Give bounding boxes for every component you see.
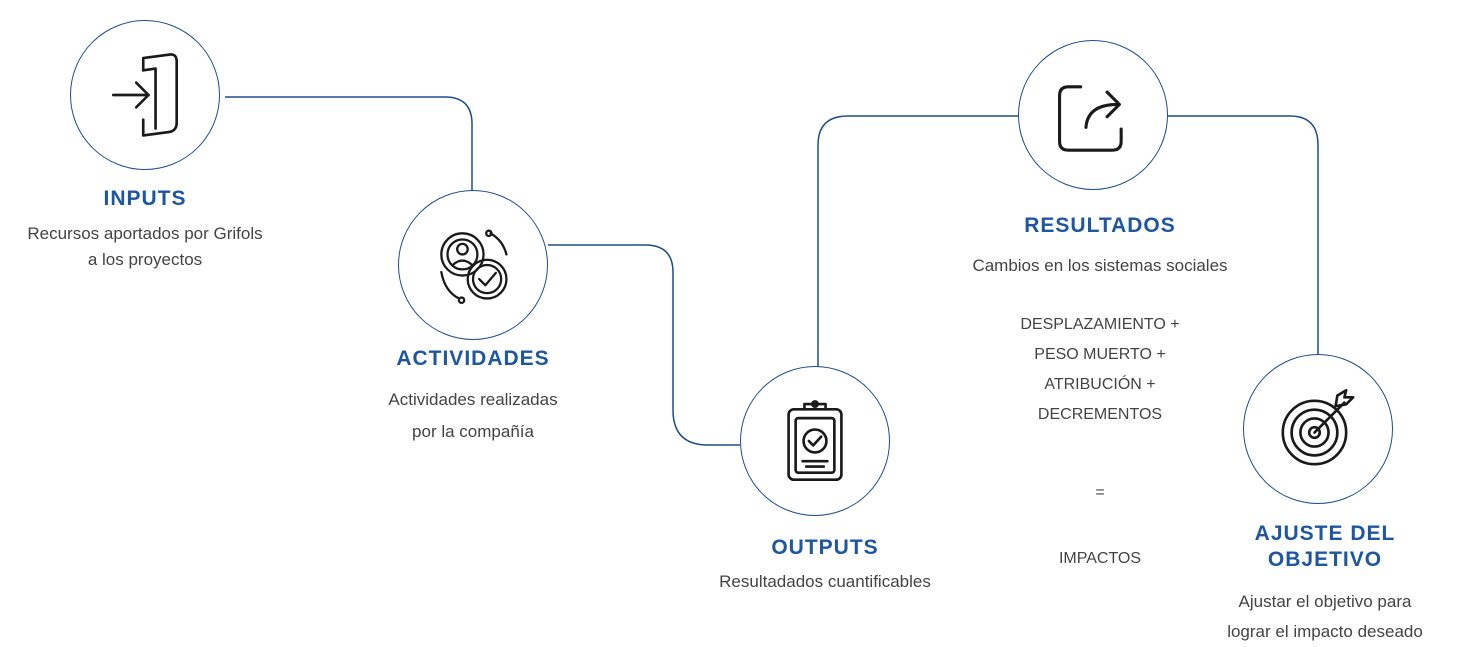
- actividades-circle: [398, 190, 548, 340]
- formula-result: IMPACTOS: [1058, 550, 1142, 567]
- ajuste-title: AJUSTE DEL OBJETIVO: [1230, 521, 1420, 573]
- ajuste-desc-line-2: lograr el impacto deseado: [1227, 622, 1423, 641]
- enter-door-icon: [112, 53, 178, 137]
- share-arrow-icon: [1058, 85, 1123, 152]
- person-check-icon: [440, 229, 508, 304]
- actividades-title: ACTIVIDADES: [396, 347, 550, 370]
- resultados-circle: [1018, 40, 1168, 190]
- formula-term-atribucion: ATRIBUCIÓN +: [1044, 376, 1156, 393]
- actividades-desc-line-1: Actividades realizadas: [388, 390, 558, 409]
- target-icon: [1281, 388, 1355, 466]
- ajuste-desc-line-1: Ajustar el objetivo para: [1238, 592, 1412, 611]
- connector-outputs-resultados: [817, 115, 1018, 368]
- connector-resultados-ajuste: [1168, 115, 1319, 356]
- ajuste-title-line-1: AJUSTE DEL: [1254, 522, 1396, 545]
- clipboard-check-icon: [787, 400, 843, 482]
- resultados-desc: Cambios en los sistemas sociales: [972, 256, 1228, 275]
- impact-formula: DESPLAZAMIENTO + PESO MUERTO + ATRIBUCIÓ…: [960, 310, 1240, 430]
- outputs-circle: [740, 366, 890, 516]
- inputs-desc-line-1: Recursos aportados por Grifols: [27, 224, 263, 243]
- inputs-title: INPUTS: [103, 187, 187, 210]
- ajuste-circle: [1243, 354, 1393, 504]
- inputs-desc-line-2: a los proyectos: [87, 250, 203, 269]
- actividades-desc-line-2: por la compañía: [412, 422, 534, 441]
- actividades-desc: Actividades realizadas por la compañía: [350, 384, 596, 448]
- connector-actividades-outputs: [548, 244, 740, 446]
- inputs-circle: [70, 20, 220, 170]
- resultados-title: RESULTADOS: [1024, 214, 1176, 237]
- formula-equals: =: [1095, 484, 1105, 501]
- formula-term-desplazamiento: DESPLAZAMIENTO +: [1020, 316, 1180, 333]
- outputs-title: OUTPUTS: [771, 536, 879, 559]
- outputs-desc: Resultadados cuantificables: [719, 572, 931, 591]
- connector-inputs-actividades: [225, 96, 473, 192]
- inputs-desc: Recursos aportados por Grifols a los pro…: [0, 221, 290, 273]
- formula-term-peso-muerto: PESO MUERTO +: [1034, 346, 1166, 363]
- formula-term-decrementos: DECREMENTOS: [1037, 406, 1163, 423]
- ajuste-title-line-2: OBJETIVO: [1267, 548, 1383, 571]
- ajuste-desc: Ajustar el objetivo para lograr el impac…: [1185, 587, 1465, 647]
